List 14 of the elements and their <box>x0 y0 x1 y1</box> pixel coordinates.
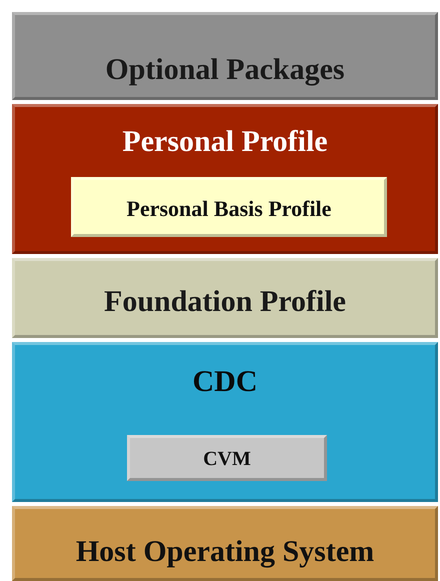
layer-label: Optional Packages <box>104 53 346 87</box>
layer-label: Host Operating System <box>74 535 376 569</box>
inner-box <box>71 177 387 237</box>
layer-label: CVM <box>202 448 252 471</box>
layer-label: Foundation Profile <box>103 285 347 319</box>
layer-label: CDC <box>192 365 258 399</box>
layer-label: Personal Basis Profile <box>126 196 332 222</box>
inner-box <box>127 435 327 481</box>
layer-band <box>12 258 438 338</box>
layer-band <box>12 506 438 581</box>
layer-label: Personal Profile <box>121 125 329 159</box>
layer-band <box>12 12 438 100</box>
layer-band <box>12 342 438 502</box>
layer-band <box>12 104 438 254</box>
